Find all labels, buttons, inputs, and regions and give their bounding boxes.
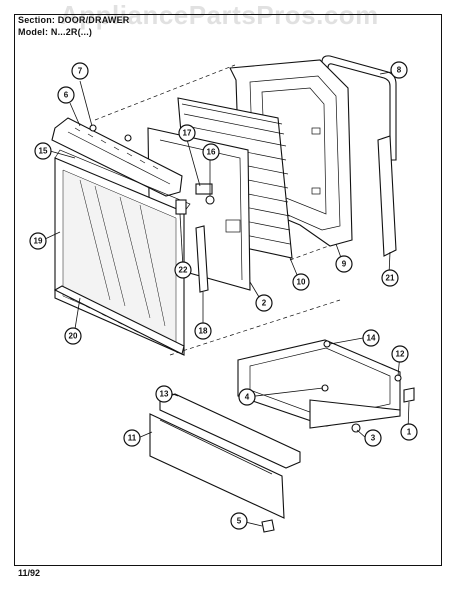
callout-2: 2: [255, 294, 273, 312]
header-block: Section: DOOR/DRAWER Model: N...2R(...): [18, 14, 130, 38]
callout-18: 18: [194, 322, 212, 340]
callout-5: 5: [230, 512, 248, 530]
callout-5-label: 5: [237, 517, 242, 526]
footer-rule: [14, 565, 442, 566]
callout-8-label: 8: [397, 66, 402, 75]
callout-6-label: 6: [64, 91, 69, 100]
callout-4-label: 4: [245, 393, 250, 402]
callout-13: 13: [155, 385, 173, 403]
callout-20-label: 20: [69, 332, 78, 341]
callout-7-label: 7: [78, 67, 83, 76]
callout-16: 16: [202, 143, 220, 161]
callout-19-label: 19: [34, 237, 43, 246]
callout-14: 14: [362, 329, 380, 347]
callout-15-label: 15: [39, 147, 48, 156]
callout-19: 19: [29, 232, 47, 250]
callout-10: 10: [292, 273, 310, 291]
callout-22-label: 22: [179, 266, 188, 275]
callout-10-label: 10: [297, 278, 306, 287]
callout-20: 20: [64, 327, 82, 345]
drawer-rail-part: [159, 393, 301, 469]
callout-9: 9: [335, 255, 353, 273]
callout-15: 15: [34, 142, 52, 160]
door-bottom-trim-part: [53, 285, 185, 355]
door-top-trim-part: [51, 117, 183, 197]
callout-4: 4: [238, 388, 256, 406]
callout-6: 6: [57, 86, 75, 104]
callout-11-label: 11: [128, 434, 137, 443]
callout-7: 7: [71, 62, 89, 80]
callout-22: 22: [174, 261, 192, 279]
callout-16-label: 16: [207, 148, 216, 157]
callout-1: 1: [400, 423, 418, 441]
door-gasket-part: [321, 55, 397, 161]
callout-12-label: 12: [396, 350, 405, 359]
drawer-front-part: [149, 413, 285, 519]
callout-2-label: 2: [262, 299, 267, 308]
callout-14-label: 14: [367, 334, 376, 343]
callout-12: 12: [391, 345, 409, 363]
drawer-body-part: [237, 339, 401, 429]
callout-1-label: 1: [407, 428, 412, 437]
callout-17-label: 17: [183, 129, 192, 138]
callout-11: 11: [123, 429, 141, 447]
hinge-hardware-parts: [175, 183, 215, 293]
callout-21: 21: [381, 269, 399, 287]
footer-date: 11/92: [18, 568, 41, 578]
model-title: Model: N...2R(...): [18, 27, 93, 37]
callout-13-label: 13: [160, 390, 169, 399]
watermark: AppliancePartsPros.com: [60, 0, 379, 30]
callout-9-label: 9: [342, 260, 347, 269]
callout-21-label: 21: [386, 274, 395, 283]
callout-18-label: 18: [199, 327, 208, 336]
callout-17: 17: [178, 124, 196, 142]
section-title: Section: DOOR/DRAWER: [18, 15, 130, 25]
callout-3: 3: [364, 429, 382, 447]
callout-3-label: 3: [371, 434, 376, 443]
fastener-parts: [89, 124, 415, 533]
side-trim-part: [377, 135, 397, 257]
callout-8: 8: [390, 61, 408, 79]
